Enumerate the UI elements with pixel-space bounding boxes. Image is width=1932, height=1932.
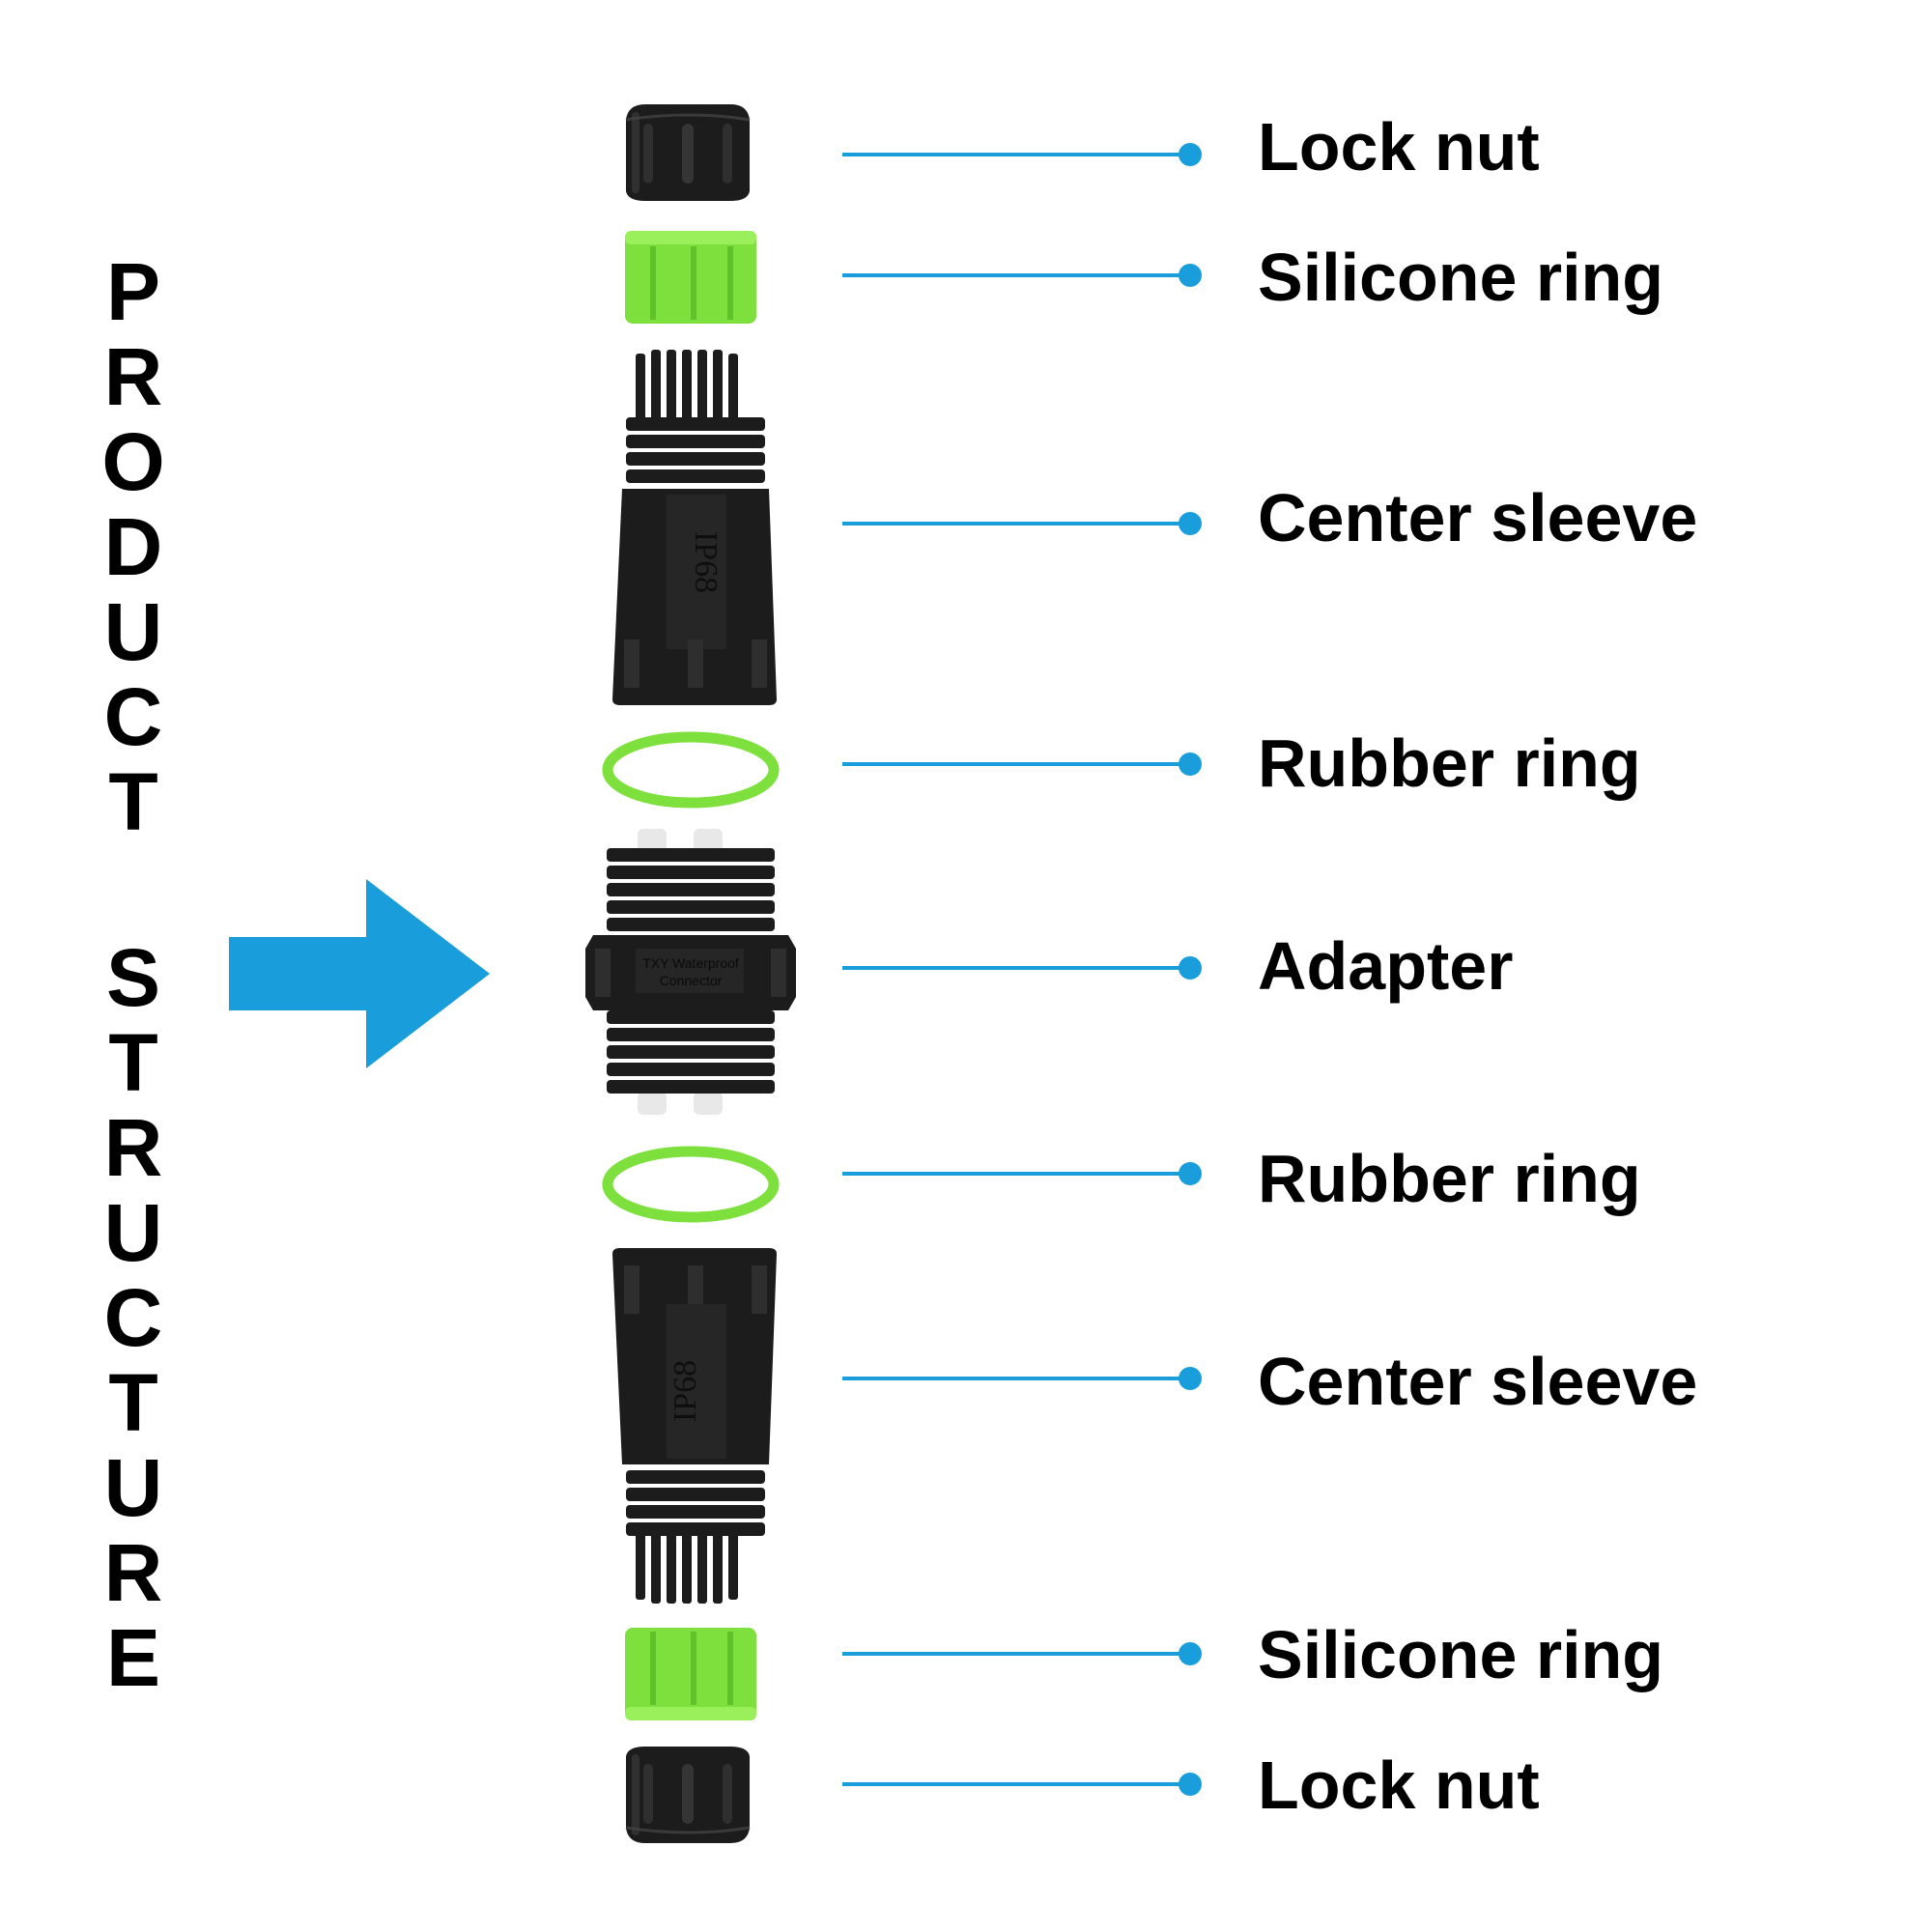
- title-letter: T: [108, 756, 158, 847]
- label-rubber-ring-top: Rubber ring: [1258, 725, 1641, 801]
- leader-line: [842, 143, 1202, 166]
- label-lock-nut-top: Lock nut: [1258, 109, 1540, 185]
- leader-line: [842, 264, 1202, 287]
- rubber-ring-top: [602, 731, 780, 809]
- lock-nut-top: [625, 104, 751, 201]
- adapter-marking-line2: Connector: [660, 973, 723, 988]
- title-letter: T: [108, 1017, 158, 1108]
- title-letter: U: [103, 1442, 163, 1533]
- label-center-sleeve-bottom: Center sleeve: [1258, 1344, 1698, 1419]
- title-letter: C: [103, 1272, 163, 1363]
- title-letter: R: [103, 1527, 163, 1618]
- leader-dot: [1179, 753, 1202, 776]
- leader-line: [842, 1642, 1202, 1665]
- rubber-ring-bottom: [602, 1146, 780, 1223]
- title-letter: E: [105, 1612, 161, 1703]
- silicone-ring-top: [625, 231, 756, 324]
- center-sleeve-top: IP68: [612, 350, 777, 705]
- center-sleeve-bottom: IP68: [612, 1248, 777, 1604]
- label-rubber-ring-bottom: Rubber ring: [1258, 1141, 1641, 1216]
- title-letter: U: [103, 586, 163, 677]
- title-letter: U: [103, 1187, 163, 1278]
- leader-dot: [1179, 1773, 1202, 1796]
- adapter-marking-line1: TXY Waterproof: [642, 955, 739, 971]
- label-adapter: Adapter: [1258, 928, 1514, 1004]
- right-arrow-icon: [229, 879, 490, 1068]
- label-center-sleeve-top: Center sleeve: [1258, 480, 1698, 555]
- title-letter: D: [103, 501, 163, 592]
- title-letter: S: [105, 932, 161, 1023]
- title-letter: O: [101, 416, 165, 507]
- leader-dot: [1179, 143, 1202, 166]
- adapter: TXY Waterproof Connector: [585, 829, 796, 1115]
- lock-nut-bottom: [625, 1747, 751, 1843]
- ip68-marking-top: IP68: [688, 531, 724, 593]
- title-letter: R: [103, 1102, 163, 1193]
- label-silicone-ring-bottom: Silicone ring: [1258, 1617, 1664, 1692]
- leader-dot: [1179, 512, 1202, 535]
- leader-dot: [1179, 1642, 1202, 1665]
- title-letter: R: [103, 331, 163, 422]
- leader-dot: [1179, 264, 1202, 287]
- leader-line: [842, 512, 1202, 535]
- title-structure: S T R U C T U R E: [85, 935, 182, 1700]
- title-letter: C: [103, 671, 163, 762]
- label-silicone-ring-top: Silicone ring: [1258, 240, 1664, 315]
- label-lock-nut-bottom: Lock nut: [1258, 1747, 1540, 1823]
- leader-dot: [1179, 1367, 1202, 1390]
- leader-line: [842, 956, 1202, 980]
- leader-dot: [1179, 956, 1202, 980]
- silicone-ring-bottom: [625, 1628, 756, 1720]
- leader-line: [842, 1162, 1202, 1185]
- leader-line: [842, 1367, 1202, 1390]
- ip68-marking-bottom: IP68: [668, 1360, 703, 1422]
- title-letter: T: [108, 1357, 158, 1448]
- leader-line: [842, 1773, 1202, 1796]
- title-letter: P: [105, 246, 161, 337]
- leader-line: [842, 753, 1202, 776]
- leader-dot: [1179, 1162, 1202, 1185]
- title-product: P R O D U C T: [85, 249, 182, 844]
